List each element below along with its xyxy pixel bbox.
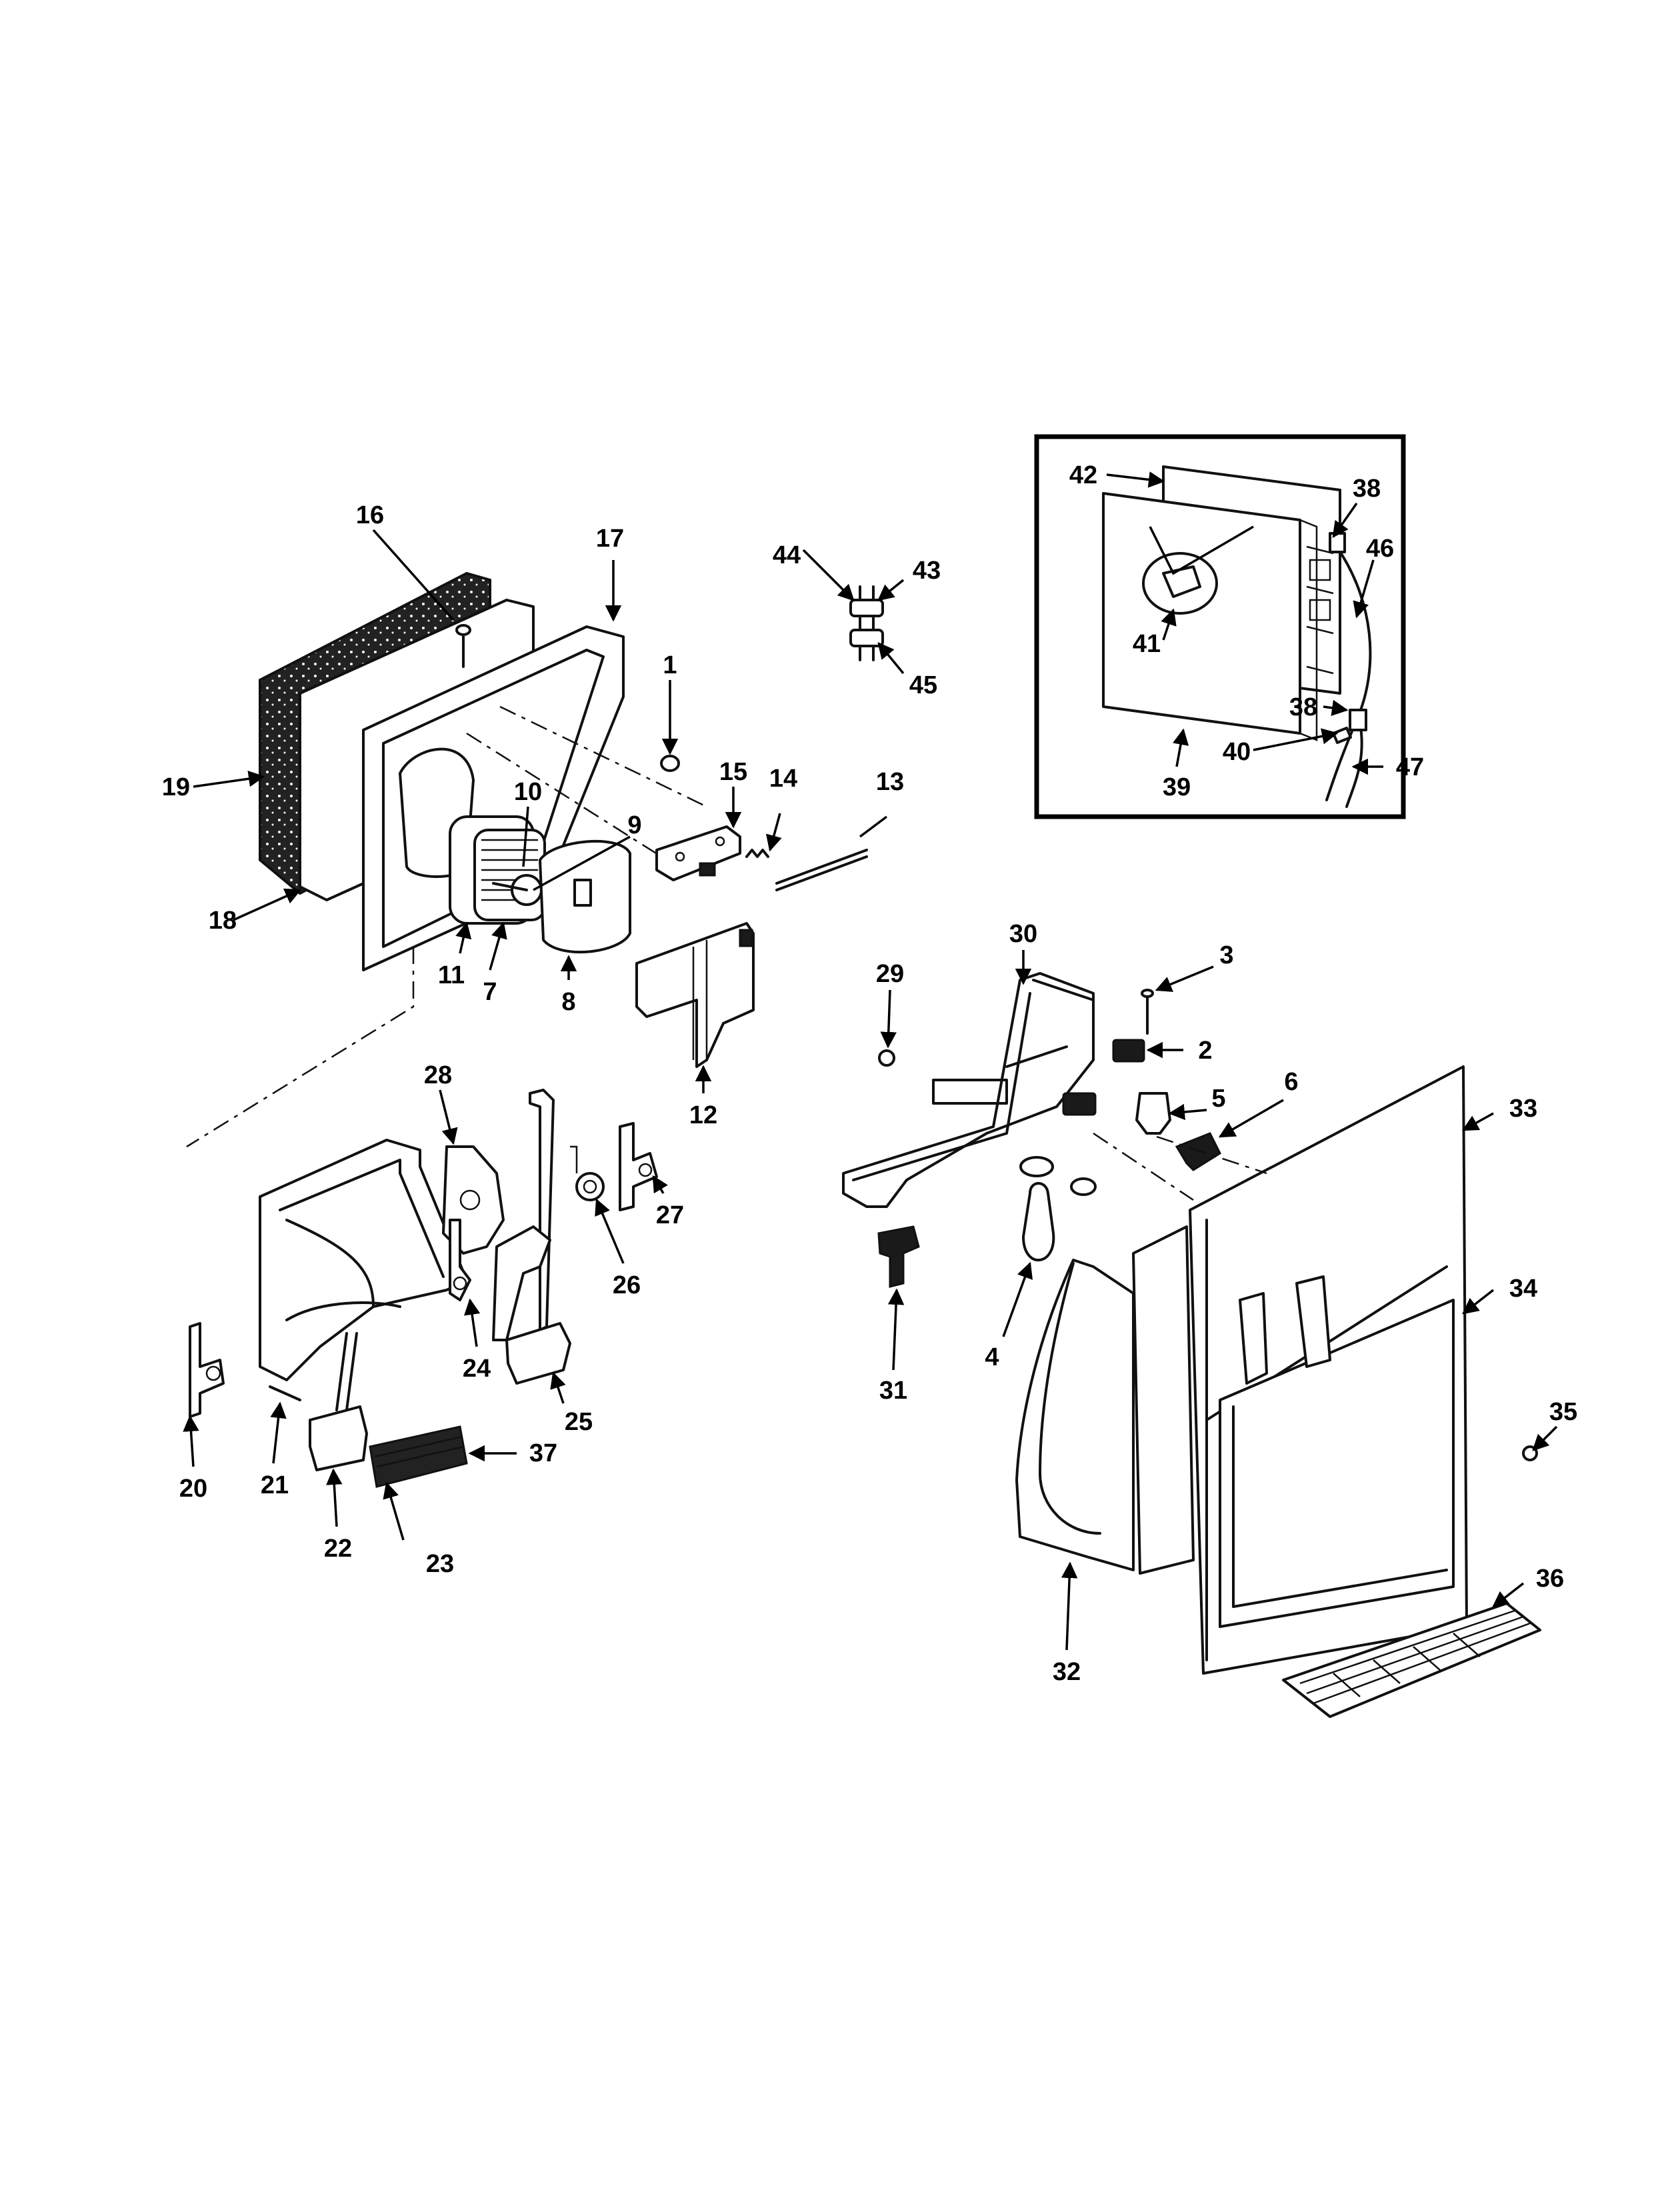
callout-35: 35 — [1549, 1398, 1577, 1426]
part-6-knob — [1175, 1132, 1221, 1171]
callout-47: 47 — [1396, 753, 1424, 781]
callout-14: 14 — [769, 765, 797, 793]
part-31-knob — [877, 1225, 920, 1288]
callout-19: 19 — [162, 773, 190, 801]
part-34-recess — [1219, 1299, 1455, 1628]
callout-23: 23 — [426, 1550, 454, 1578]
lever-housing — [259, 1139, 468, 1381]
callout-22: 22 — [324, 1535, 352, 1563]
part-22-paddle — [309, 1405, 368, 1471]
callout-2: 2 — [1198, 1037, 1212, 1065]
callout-30: 30 — [1009, 920, 1037, 948]
water-line-fittings — [849, 585, 884, 661]
callout-18: 18 — [209, 907, 237, 935]
part-32-chute — [1015, 1259, 1135, 1571]
callout-1: 1 — [663, 651, 677, 679]
part-8-cover — [539, 839, 631, 954]
part-39-board — [1102, 492, 1301, 735]
part-5-valve — [1135, 1092, 1171, 1135]
callout-38-upper: 38 — [1353, 475, 1381, 503]
part-26-spring — [575, 1172, 605, 1201]
callout-5: 5 — [1211, 1085, 1225, 1113]
part-25-lever — [529, 1089, 555, 1331]
callout-26: 26 — [613, 1271, 641, 1299]
callout-40: 40 — [1223, 738, 1251, 766]
lever-assembly — [189, 1089, 658, 1488]
callout-31: 31 — [879, 1377, 907, 1405]
callout-43: 43 — [913, 557, 941, 585]
callout-44: 44 — [773, 541, 801, 569]
callout-8: 8 — [561, 988, 575, 1016]
callout-12: 12 — [689, 1101, 717, 1129]
callout-41: 41 — [1133, 630, 1161, 658]
callout-27: 27 — [656, 1201, 684, 1229]
callout-34: 34 — [1509, 1275, 1537, 1303]
callout-29: 29 — [876, 960, 904, 988]
callout-33: 33 — [1509, 1095, 1537, 1123]
callout-15: 15 — [719, 758, 747, 786]
callout-36: 36 — [1536, 1565, 1564, 1593]
callout-3: 3 — [1219, 941, 1233, 969]
part-21-screw — [269, 1385, 301, 1401]
part-14-spring — [745, 849, 769, 858]
part-13-rod — [775, 849, 868, 891]
callout-37: 37 — [529, 1439, 557, 1467]
callout-7: 7 — [483, 978, 497, 1006]
part-4-bulb — [1022, 1182, 1055, 1262]
callout-45: 45 — [909, 671, 937, 699]
callout-21: 21 — [261, 1471, 289, 1499]
callout-46: 46 — [1366, 535, 1394, 563]
callout-32: 32 — [1053, 1658, 1081, 1686]
dispenser-assembly — [842, 972, 1541, 1718]
callout-4: 4 — [985, 1343, 999, 1371]
callout-17: 17 — [596, 525, 624, 553]
part-38-connector-lower — [1349, 709, 1367, 731]
callout-9: 9 — [627, 811, 641, 839]
part-41-connector — [1142, 552, 1218, 615]
part-7-motor — [473, 829, 546, 921]
callout-24: 24 — [463, 1355, 491, 1383]
part-12-plate — [635, 922, 755, 1068]
door-assembly — [186, 571, 707, 1148]
callout-25: 25 — [565, 1408, 593, 1436]
callout-28: 28 — [424, 1061, 452, 1089]
callout-42: 42 — [1069, 461, 1097, 489]
part-2-switch-upper — [1112, 1039, 1145, 1063]
part-47-wire — [1325, 719, 1363, 808]
callout-6: 6 — [1284, 1068, 1298, 1096]
callout-20: 20 — [179, 1475, 207, 1503]
callout-10: 10 — [514, 778, 542, 806]
callout-labels: 1 2 3 4 5 6 7 8 9 10 11 12 13 14 15 16 1… — [162, 461, 1577, 1686]
callout-16: 16 — [356, 501, 384, 529]
part-46-wire — [1335, 545, 1372, 721]
callout-39: 39 — [1163, 773, 1191, 801]
callout-38-lower: 38 — [1289, 693, 1317, 721]
leader-lines — [183, 471, 1558, 1651]
inset-box — [1034, 434, 1406, 819]
part-29-screw — [878, 1049, 895, 1067]
switch-bracket — [635, 825, 868, 1068]
part-15-bracket — [655, 825, 741, 881]
part-2-switch-lower — [1062, 1092, 1097, 1116]
part-17-frame — [362, 625, 625, 971]
callout-11: 11 — [438, 961, 465, 989]
part-36-grille — [1282, 1602, 1541, 1718]
part-1-screw — [660, 755, 680, 772]
part-38-connector-upper — [1329, 532, 1346, 553]
callout-13: 13 — [876, 768, 904, 796]
